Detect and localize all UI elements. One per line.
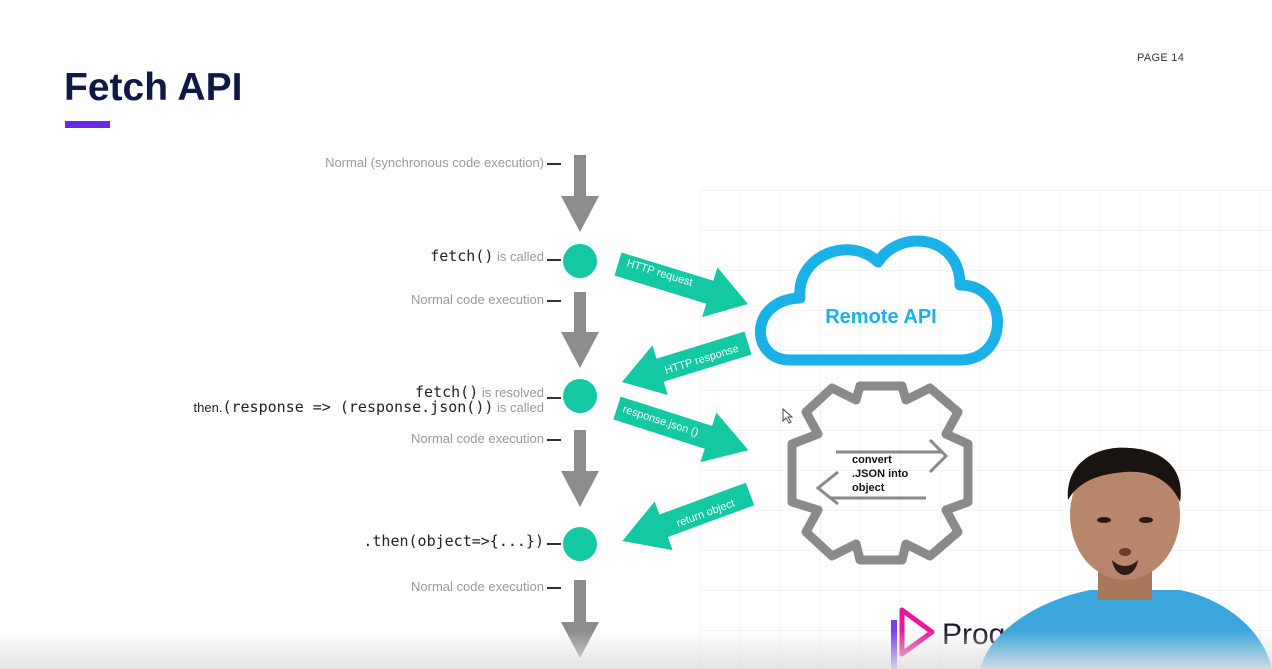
- code-fetch-2: fetch(): [415, 383, 479, 401]
- label-is-called-2: is called: [497, 400, 544, 415]
- cloud-label: Remote API: [825, 306, 937, 328]
- label-is-called: is called: [497, 249, 544, 264]
- label-fetch-resolved: fetch() is resolved: [415, 383, 544, 401]
- down-arrow-icon: [561, 155, 599, 232]
- gear-label: convert .JSON into object: [852, 453, 952, 495]
- code-fetch: fetch(): [430, 247, 494, 265]
- cloud-icon: [754, 235, 1003, 366]
- arrow-response-json: [613, 396, 749, 463]
- title-underline: [65, 121, 110, 128]
- gear-icon: [787, 381, 973, 565]
- label-fetch-called: fetch() is called: [430, 247, 544, 265]
- tick-1: [547, 163, 561, 165]
- tick-5: [547, 439, 561, 441]
- tick-4: [547, 397, 561, 399]
- teal-node-icon: [563, 244, 597, 278]
- tick-2: [547, 259, 561, 261]
- label-then-prefix: then.: [193, 400, 223, 415]
- label-then-object: .then(object=>{...}): [363, 532, 544, 550]
- label-is-resolved: is resolved: [481, 385, 544, 400]
- page-number: PAGE 14: [1137, 52, 1185, 64]
- gear-line-1: convert: [852, 454, 892, 466]
- label-normal-sync: Normal (synchronous code execution): [325, 155, 544, 170]
- down-arrow-icon: [561, 430, 599, 507]
- label-normal-3: Normal code execution: [411, 579, 544, 594]
- label-normal-1: Normal code execution: [411, 292, 544, 307]
- code-response-json: (response => (response.json()): [222, 398, 494, 416]
- arrow-http-response: [621, 331, 752, 396]
- slide-title: Fetch API: [64, 66, 243, 109]
- bottom-fade: [0, 630, 1272, 669]
- cursor-icon: [782, 408, 794, 424]
- gear-line-3: object: [852, 482, 885, 494]
- code-then-object: .then(object=>{...}): [363, 532, 544, 550]
- tick-3: [547, 300, 561, 302]
- tick-7: [547, 587, 561, 589]
- arrow-http-request: [614, 252, 748, 318]
- label-normal-2: Normal code execution: [411, 431, 544, 446]
- tick-6: [547, 543, 561, 545]
- arrow-return-object: [622, 482, 755, 551]
- teal-node-icon: [563, 527, 597, 561]
- label-then-called: then.(response => (response.json()) is c…: [194, 398, 544, 416]
- down-arrow-icon: [561, 292, 599, 368]
- teal-node-icon: [563, 379, 597, 413]
- gear-line-2: .JSON into: [852, 468, 909, 480]
- grid-background: [700, 190, 1272, 669]
